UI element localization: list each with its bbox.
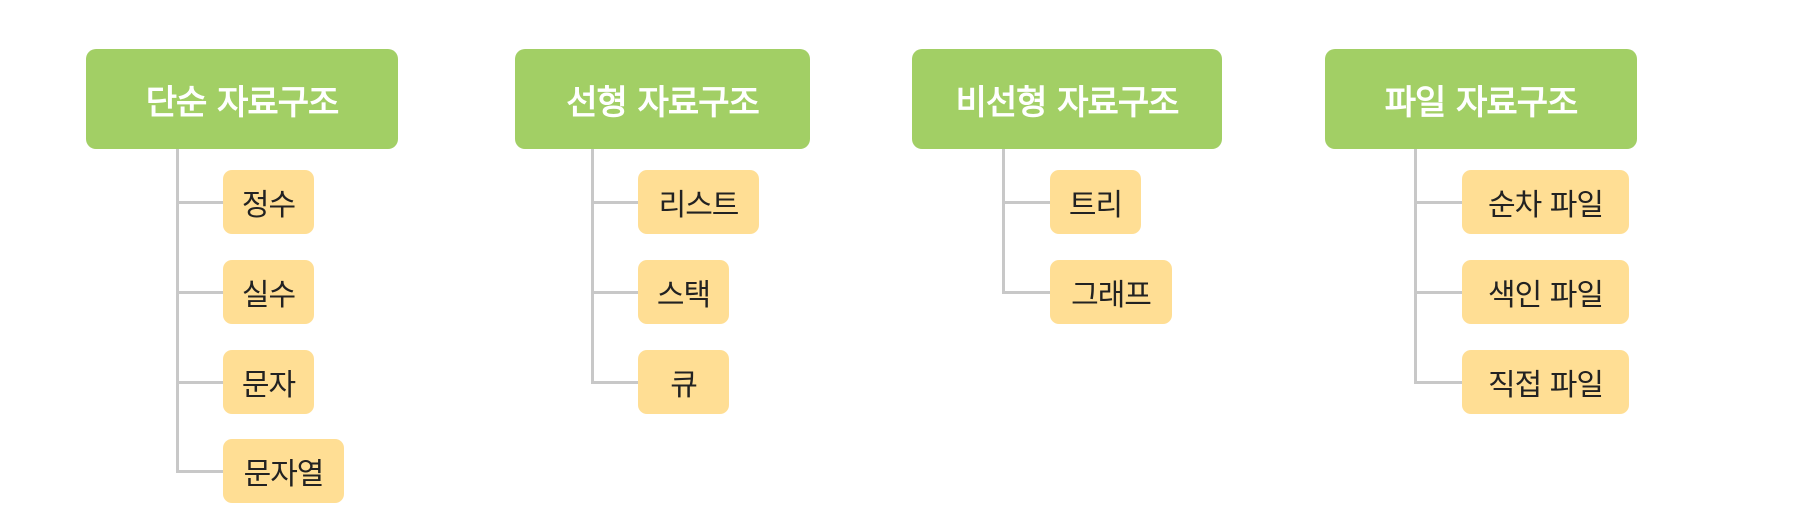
- category-header: 비선형 자료구조: [912, 49, 1222, 149]
- item-node: 트리: [1050, 170, 1141, 234]
- item-node: 정수: [223, 170, 314, 234]
- item-node: 스택: [638, 260, 729, 324]
- connector-branch: [591, 291, 639, 294]
- connector-branch: [1002, 291, 1051, 294]
- item-node: 문자: [223, 350, 314, 414]
- item-node: 색인 파일: [1462, 260, 1629, 324]
- item-node: 리스트: [638, 170, 759, 234]
- item-node: 직접 파일: [1462, 350, 1629, 414]
- connector-trunk: [1414, 149, 1417, 382]
- item-node: 문자열: [223, 439, 344, 503]
- connector-branch: [1002, 201, 1051, 204]
- connector-branch: [591, 381, 639, 384]
- connector-trunk: [1002, 149, 1005, 292]
- connector-branch: [1414, 291, 1463, 294]
- connector-branch: [1414, 201, 1463, 204]
- connector-trunk: [591, 149, 594, 382]
- category-header: 단순 자료구조: [86, 49, 398, 149]
- connector-branch: [176, 470, 224, 473]
- connector-branch: [176, 201, 224, 204]
- category-header: 파일 자료구조: [1325, 49, 1637, 149]
- category-header: 선형 자료구조: [515, 49, 810, 149]
- connector-branch: [1414, 381, 1463, 384]
- item-node: 실수: [223, 260, 314, 324]
- item-node: 그래프: [1050, 260, 1172, 324]
- item-node: 순차 파일: [1462, 170, 1629, 234]
- connector-branch: [176, 381, 224, 384]
- connector-trunk: [176, 149, 179, 470]
- connector-branch: [591, 201, 639, 204]
- connector-branch: [176, 291, 224, 294]
- item-node: 큐: [638, 350, 729, 414]
